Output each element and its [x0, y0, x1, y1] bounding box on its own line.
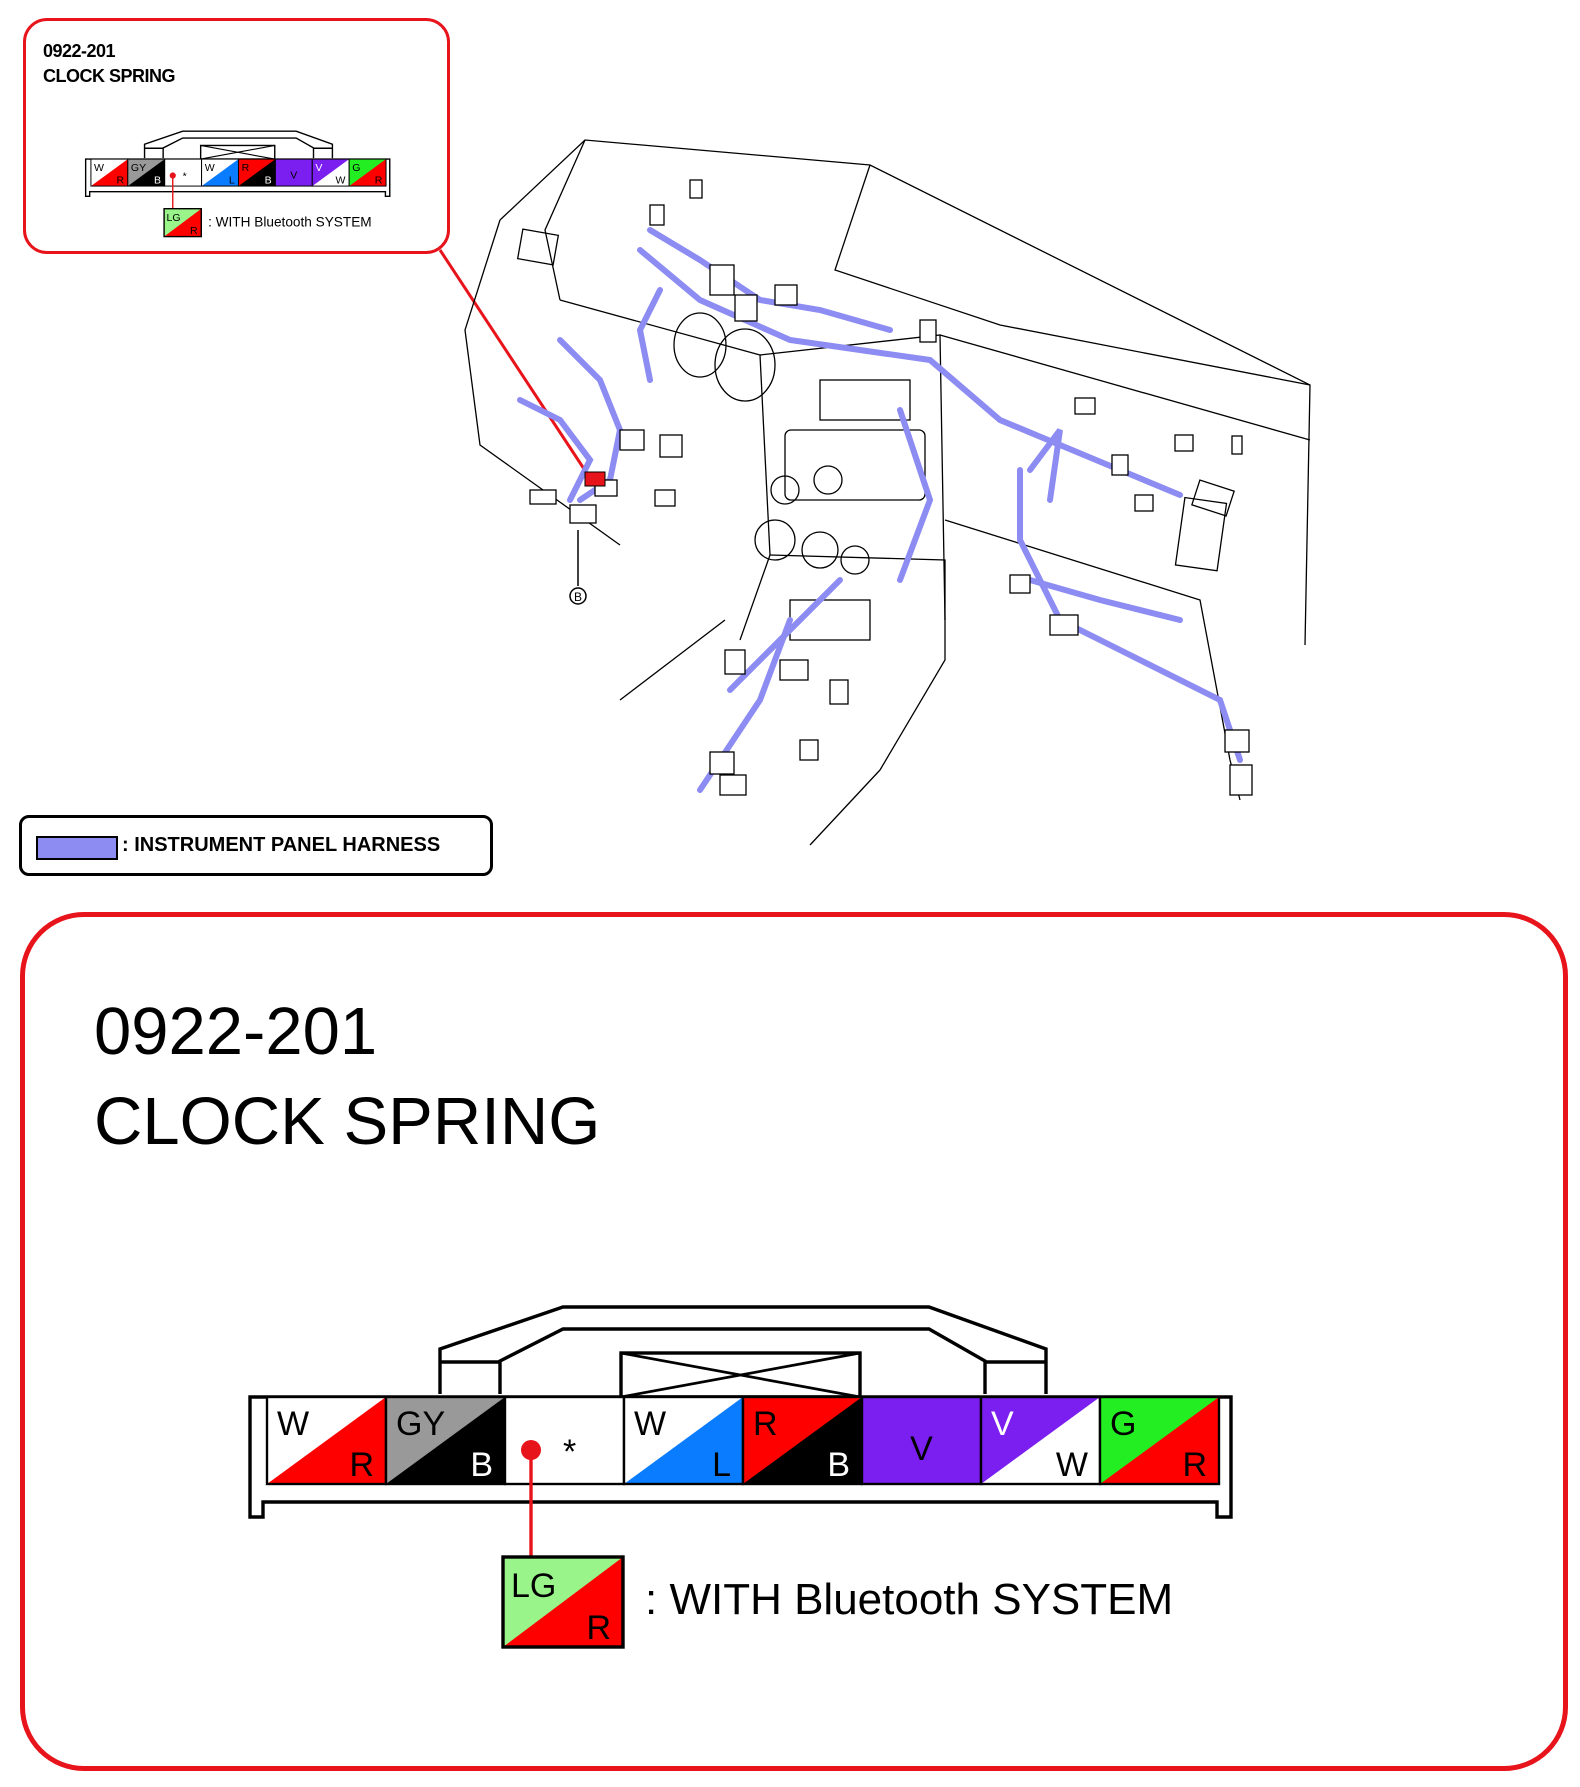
option-pin-swatch: LG R — [163, 207, 202, 238]
dashboard-outline — [464, 139, 1311, 846]
connector-pin-6: V — [860, 1395, 983, 1486]
connector-pin-4: WL — [622, 1395, 745, 1486]
harness-legend: : INSTRUMENT PANEL HARNESS — [19, 815, 493, 876]
pin-bottom-color — [624, 1397, 743, 1484]
pin-bottom-label: B — [154, 175, 161, 187]
pin-label: V — [910, 1430, 933, 1468]
option-condition-label: : WITH Bluetooth SYSTEM — [645, 1575, 1173, 1624]
ground-marker-circle — [569, 587, 587, 605]
option-bottom-label: R — [190, 225, 198, 237]
pin-bottom-label: L — [229, 175, 235, 187]
option-condition-label: : WITH Bluetooth SYSTEM — [208, 214, 372, 229]
pin-bottom-color — [127, 159, 165, 187]
connector-pin-8: GR — [1098, 1395, 1221, 1486]
connector-pin-2: GY B — [127, 158, 166, 187]
pin-bottom-label: R — [349, 1446, 374, 1484]
pin-label: V — [290, 170, 297, 182]
pin-bottom-label: L — [712, 1446, 731, 1484]
pin-top-label: GY — [131, 162, 146, 174]
harness-connectors — [529, 179, 1253, 796]
pin-bottom-color — [349, 159, 387, 187]
pin-top-label: W — [634, 1405, 666, 1443]
option-bottom-label: R — [586, 1609, 611, 1647]
connector-pin-1: WR — [265, 1395, 388, 1486]
small-connector-code: 0922-201 — [43, 41, 116, 61]
pin-bottom-color — [743, 1397, 862, 1484]
connector-pin-6: V — [274, 158, 313, 187]
pin-top-label: * — [563, 1433, 576, 1471]
connector-pin-3: * — [164, 158, 203, 187]
pin-top-label: W — [94, 162, 104, 174]
clock-spring-connector-location — [584, 471, 606, 487]
pin-top-label: GY — [396, 1405, 445, 1443]
pin-top-color — [275, 159, 313, 187]
connector-hood — [143, 130, 334, 159]
pin-top-color — [164, 159, 202, 187]
option-outline — [501, 1555, 625, 1649]
pin-bottom-label: B — [470, 1446, 493, 1484]
pin-top-label: V — [991, 1405, 1014, 1443]
pin-bottom-color — [312, 159, 350, 187]
pin-bottom-color — [267, 1397, 386, 1484]
connector-pin-4: WL — [201, 158, 239, 187]
pin-bottom-label: B — [827, 1446, 850, 1484]
pin-bottom-color — [238, 159, 276, 187]
option-bottom-color — [164, 208, 202, 237]
pin-outline — [348, 158, 387, 187]
option-pin-swatch: LG R — [501, 1555, 625, 1649]
pin-bottom-color — [1100, 1397, 1219, 1484]
small-connector-name: CLOCK SPRING — [43, 66, 176, 86]
pin-bottom-label: B — [265, 175, 272, 187]
option-bottom-color — [503, 1557, 623, 1647]
instrument-panel-illustration: B — [438, 139, 1311, 846]
pin-top-label: V — [315, 162, 322, 174]
option-outline — [163, 207, 202, 238]
pin-top-label: * — [183, 171, 187, 183]
connector-pin-5: RB — [741, 1395, 864, 1486]
option-top-label: LG — [167, 212, 181, 224]
connector-code: 0922-201 — [94, 994, 378, 1069]
option-top-label: LG — [511, 1567, 556, 1605]
harness-legend-label: : INSTRUMENT PANEL HARNESS — [122, 834, 441, 856]
pin-top-color — [505, 1397, 624, 1484]
connector-pin-3: * — [503, 1395, 626, 1486]
connector-hood — [438, 1305, 1048, 1394]
pin-bottom-color — [201, 159, 239, 187]
connector-name: CLOCK SPRING — [94, 1084, 601, 1159]
connector-hood-inner — [162, 137, 315, 159]
pin-outline — [1098, 1395, 1221, 1486]
pin-top-label: W — [205, 162, 215, 174]
pin-bottom-label: W — [335, 175, 345, 187]
connector-pin-7: VW — [311, 158, 350, 187]
pin-bottom-color — [981, 1397, 1100, 1484]
pin-bottom-color — [386, 1397, 505, 1484]
callout-leader-line — [438, 249, 592, 479]
pin-bottom-label: R — [116, 175, 124, 187]
pin-bottom-label: R — [375, 175, 383, 187]
harness-runs — [517, 227, 1243, 793]
pin-bottom-color — [90, 159, 128, 187]
harness-legend-swatch — [36, 836, 118, 860]
connector-pin-7: VW — [979, 1395, 1102, 1486]
connector-hood-inner — [498, 1327, 987, 1394]
pin-bottom-label: R — [1182, 1446, 1207, 1484]
pin-top-label: G — [352, 162, 360, 174]
pin-top-color — [862, 1397, 981, 1484]
pin-top-label: R — [753, 1405, 778, 1443]
connector-pin-5: RB — [237, 158, 276, 187]
pin-top-label: G — [1110, 1405, 1136, 1443]
pin-top-label: W — [277, 1405, 309, 1443]
ground-marker-label: B — [574, 590, 582, 604]
connector-pin-2: GY B — [384, 1395, 507, 1486]
pin-bottom-label: W — [1056, 1446, 1088, 1484]
pin-top-label: R — [242, 162, 250, 174]
connector-pin-8: GR — [348, 158, 387, 187]
connector-pin-1: WR — [90, 158, 129, 187]
